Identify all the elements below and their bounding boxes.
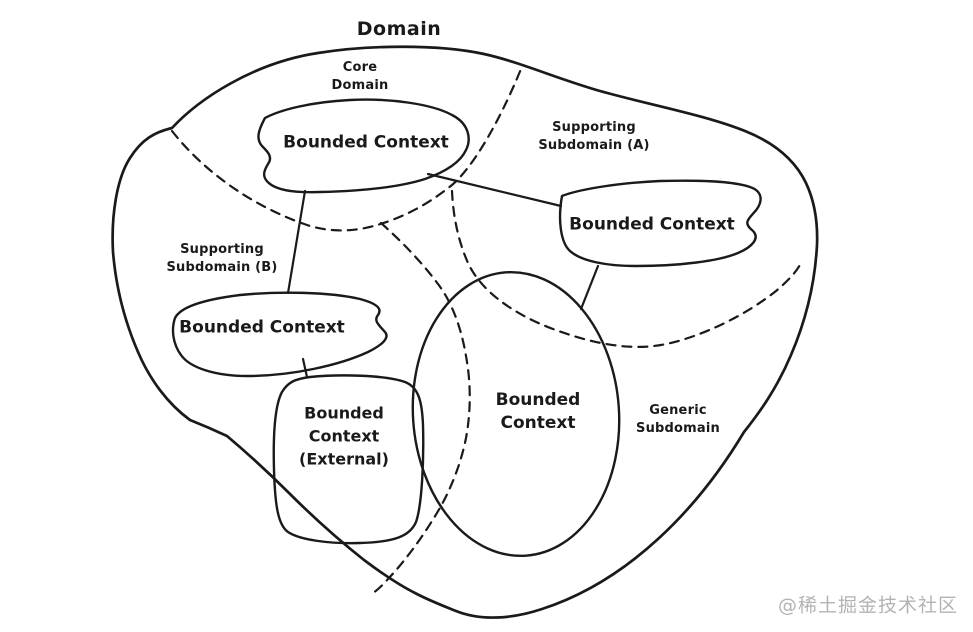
connector-suppabc-spanningbc xyxy=(579,264,600,311)
core-domain-label-line2: Domain xyxy=(331,78,389,93)
supporting-a-label-line2: Subdomain (A) xyxy=(538,138,650,153)
supporting-a-bounded-context-shape xyxy=(558,179,762,268)
external-bounded-context-label: Bounded Context (External) xyxy=(299,402,389,471)
generic-label-line1: Generic xyxy=(649,403,707,418)
generic-left-dashed-boundary xyxy=(368,221,471,597)
supporting-b-bounded-context-label: Bounded Context xyxy=(179,317,345,338)
supporting-b-label-line1: Supporting xyxy=(180,242,264,257)
external-bc-label-line1: Bounded xyxy=(304,403,384,423)
supporting-b-bounded-context-shape xyxy=(171,291,388,378)
spanning-bounded-context-label: Bounded Context xyxy=(496,389,581,435)
generic-subdomain-label: Generic Subdomain xyxy=(636,402,720,438)
spanning-bc-label-line1: Bounded xyxy=(495,390,581,410)
spanning-bounded-context-shape xyxy=(411,270,621,558)
core-bounded-context-label: Bounded Context xyxy=(283,132,449,153)
connector-corebc-suppbbc xyxy=(286,189,307,295)
external-bc-label-line2: Context xyxy=(308,426,380,446)
supporting-a-label-line1: Supporting xyxy=(552,120,636,135)
core-domain-label: Core Domain xyxy=(332,59,389,95)
supporting-b-label-line2: Subdomain (B) xyxy=(166,260,278,275)
connector-suppbbc-externalbc xyxy=(301,357,309,379)
supporting-a-bounded-context-label: Bounded Context xyxy=(569,214,735,235)
domain-boundary-outline xyxy=(111,45,819,619)
core-bounded-context-shape xyxy=(257,98,470,194)
supporting-subdomain-a-label: Supporting Subdomain (A) xyxy=(538,119,649,155)
core-domain-label-line1: Core xyxy=(342,60,378,75)
supporting-subdomain-b-label: Supporting Subdomain (B) xyxy=(166,241,277,277)
supporting-a-generic-dashed-boundary xyxy=(450,189,803,348)
external-bc-label-line3: (External) xyxy=(299,449,389,469)
generic-label-line2: Subdomain xyxy=(636,421,720,436)
core-domain-dashed-boundary xyxy=(170,67,523,232)
spanning-bc-label-line2: Context xyxy=(500,413,576,433)
watermark-text: @稀土掘金技术社区 xyxy=(777,594,959,617)
diagram-title: Domain xyxy=(356,18,442,40)
connector-corebc-suppabc xyxy=(426,172,563,208)
external-bounded-context-shape xyxy=(272,374,425,545)
